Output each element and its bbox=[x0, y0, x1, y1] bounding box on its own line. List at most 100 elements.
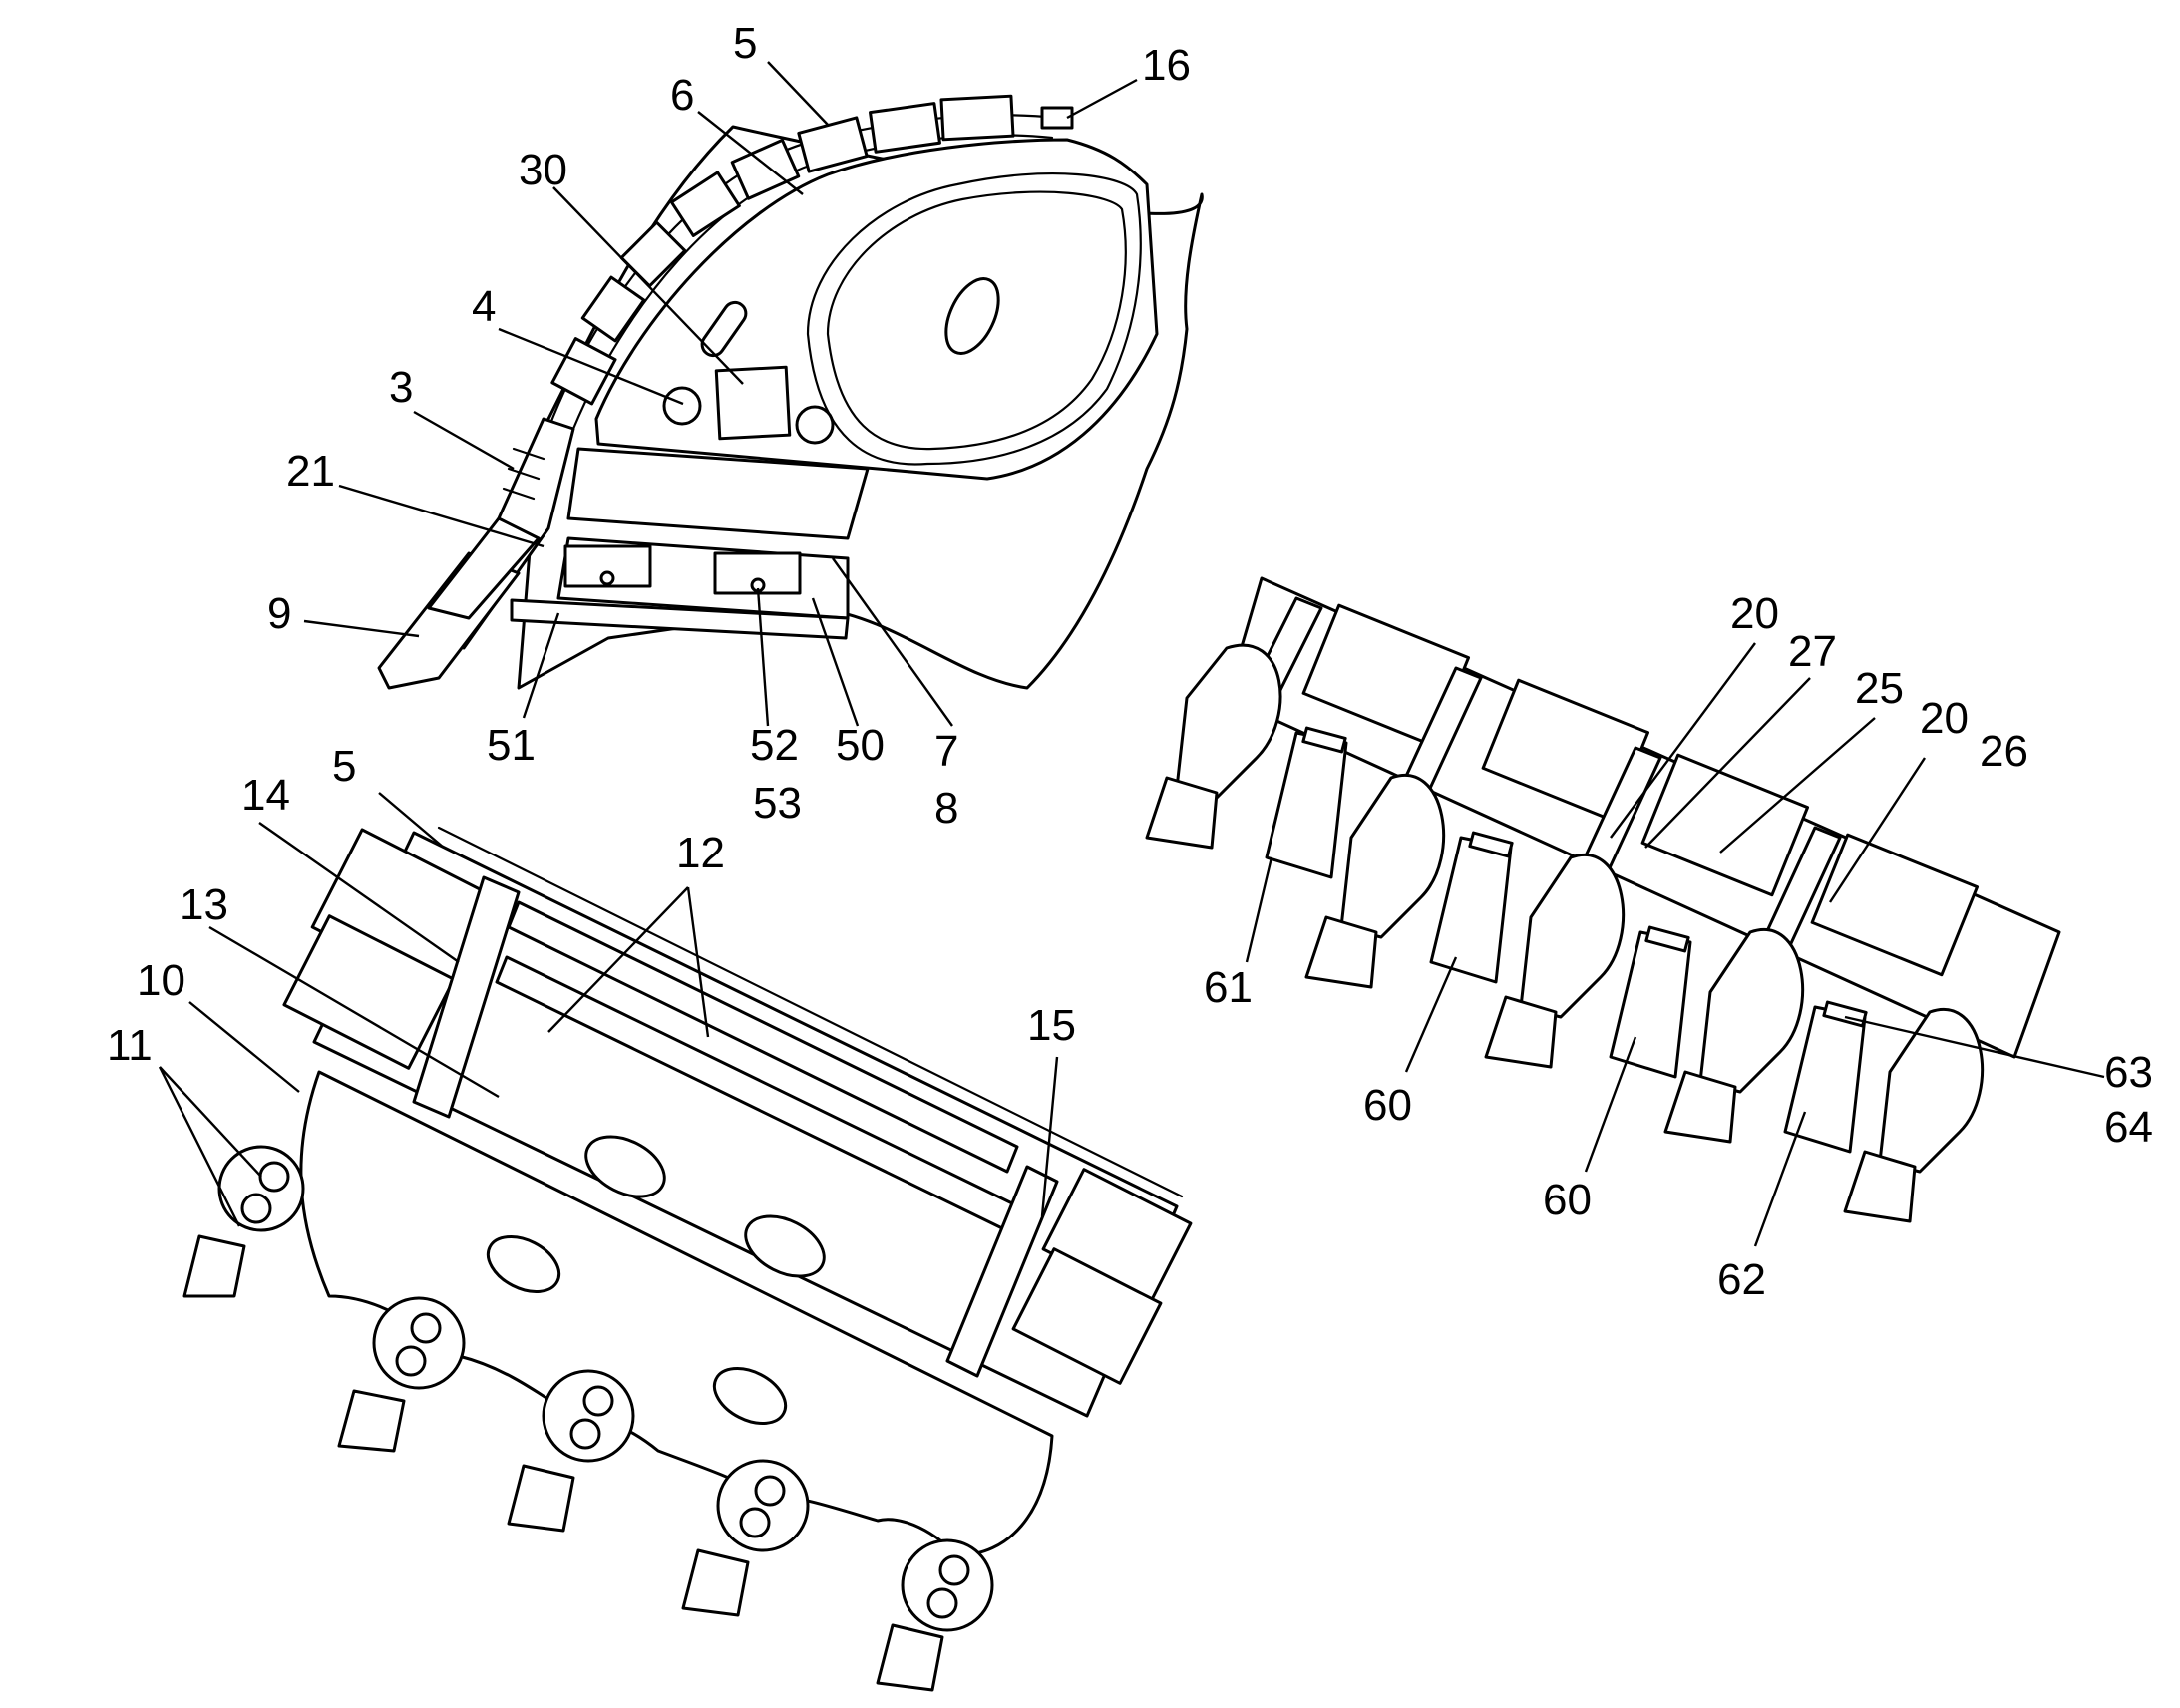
label-63: 63 bbox=[2104, 1048, 2153, 1097]
pick-tip bbox=[1484, 995, 1558, 1069]
row-block-26 bbox=[1810, 833, 1980, 977]
pick-body bbox=[1519, 854, 1626, 1019]
cutter-pick bbox=[1304, 774, 1446, 989]
pick-holder bbox=[681, 1459, 810, 1617]
label-7: 7 bbox=[934, 727, 958, 776]
reference-numerals: 5 16 6 30 4 3 21 9 51 52 53 50 7 8 5 14 … bbox=[107, 19, 2153, 1304]
label-6: 6 bbox=[670, 71, 694, 120]
bore-right bbox=[795, 405, 835, 445]
cutter-block bbox=[580, 275, 646, 343]
label-12: 12 bbox=[676, 829, 725, 877]
pick-body bbox=[1878, 1008, 1985, 1174]
label-60-left: 60 bbox=[1363, 1081, 1412, 1130]
pin-left bbox=[599, 570, 615, 586]
label-20-upper: 20 bbox=[1730, 589, 1779, 638]
clip bbox=[1468, 831, 1514, 858]
label-64: 64 bbox=[2104, 1103, 2153, 1152]
label-10: 10 bbox=[137, 956, 185, 1005]
pick-holder bbox=[507, 1369, 635, 1533]
pick-body bbox=[1175, 643, 1282, 800]
cutter-pick bbox=[1663, 928, 1805, 1144]
label-61: 61 bbox=[1204, 963, 1253, 1012]
top-block bbox=[282, 914, 456, 1070]
end-block bbox=[1011, 1247, 1163, 1385]
pick-holder bbox=[876, 1538, 994, 1692]
label-27: 27 bbox=[1788, 627, 1837, 676]
cutter-block-row bbox=[550, 94, 1074, 406]
pick-body bbox=[1698, 928, 1805, 1094]
label-8: 8 bbox=[934, 784, 958, 833]
pick-11 bbox=[182, 1234, 246, 1298]
pick bbox=[507, 1464, 575, 1533]
rib-14 bbox=[412, 875, 521, 1119]
label-25: 25 bbox=[1855, 664, 1904, 713]
label-60-right: 60 bbox=[1543, 1176, 1592, 1224]
pick-tip bbox=[1304, 915, 1378, 989]
pick-holder bbox=[182, 1145, 305, 1298]
figure-a-drum-side-view bbox=[377, 94, 1204, 690]
pick-tip bbox=[1145, 776, 1219, 850]
clip-63 bbox=[1301, 726, 1347, 754]
pick bbox=[337, 1389, 406, 1453]
pick-body bbox=[1339, 774, 1446, 939]
pick-tip bbox=[1663, 1070, 1737, 1144]
cutter-block bbox=[669, 171, 741, 237]
figure-c-cutter-row bbox=[1145, 576, 2061, 1223]
plate-bore bbox=[744, 1214, 826, 1278]
block-30 bbox=[714, 365, 792, 441]
cutter-block-end bbox=[1040, 106, 1074, 130]
label-5-fig-a: 5 bbox=[733, 19, 757, 68]
label-13: 13 bbox=[180, 880, 228, 929]
cutter-pick bbox=[1843, 1008, 1985, 1223]
clip bbox=[1644, 925, 1690, 953]
holder-hole bbox=[410, 1312, 442, 1344]
label-26: 26 bbox=[1980, 727, 2028, 776]
base-strip-51 bbox=[510, 598, 850, 640]
figure-b-cutter-segment bbox=[182, 826, 1193, 1692]
label-16: 16 bbox=[1142, 41, 1191, 90]
wear-plate-60 bbox=[1429, 836, 1513, 984]
cutter-block bbox=[869, 102, 941, 154]
holder-hole bbox=[258, 1161, 290, 1193]
leader-lines bbox=[158, 61, 2105, 1247]
label-30: 30 bbox=[519, 146, 567, 194]
label-51: 51 bbox=[487, 721, 536, 770]
holder-boss bbox=[716, 1459, 810, 1552]
label-5-fig-b: 5 bbox=[332, 742, 356, 791]
holder-hole bbox=[739, 1507, 771, 1538]
label-11: 11 bbox=[107, 1021, 153, 1070]
cutter-block bbox=[797, 116, 869, 173]
pick-holder bbox=[337, 1296, 466, 1453]
holder-hole bbox=[754, 1475, 786, 1507]
holder-boss bbox=[372, 1296, 466, 1390]
plate-bore bbox=[486, 1235, 561, 1293]
pick bbox=[681, 1548, 750, 1617]
cutter-pick bbox=[1484, 854, 1626, 1069]
mount-plate-7 bbox=[566, 447, 870, 540]
holder-hole bbox=[938, 1554, 970, 1586]
center-bore bbox=[944, 277, 1000, 355]
label-15: 15 bbox=[1027, 1001, 1076, 1050]
slot bbox=[700, 300, 748, 358]
holder-hole bbox=[569, 1418, 601, 1450]
cutter-block bbox=[730, 138, 801, 200]
segment-top-edge bbox=[437, 826, 1184, 1198]
holder-hole bbox=[926, 1587, 958, 1619]
label-14: 14 bbox=[241, 771, 290, 820]
pick bbox=[876, 1623, 944, 1692]
rib-12-upper bbox=[507, 900, 1019, 1174]
cutter-block bbox=[939, 94, 1015, 142]
holder-teeth bbox=[502, 447, 545, 501]
wear-plate-60 bbox=[1609, 930, 1692, 1079]
holder-hole bbox=[240, 1193, 272, 1224]
wear-plate-61 bbox=[1265, 731, 1348, 879]
label-62: 62 bbox=[1717, 1255, 1766, 1304]
tool-holder-mid bbox=[427, 516, 541, 620]
holder-hole bbox=[582, 1385, 614, 1417]
rib-15 bbox=[945, 1165, 1059, 1378]
cutter-pick bbox=[1145, 643, 1282, 850]
cutter-block bbox=[550, 337, 617, 406]
inner-window-rim bbox=[826, 190, 1127, 451]
label-50: 50 bbox=[836, 721, 885, 770]
